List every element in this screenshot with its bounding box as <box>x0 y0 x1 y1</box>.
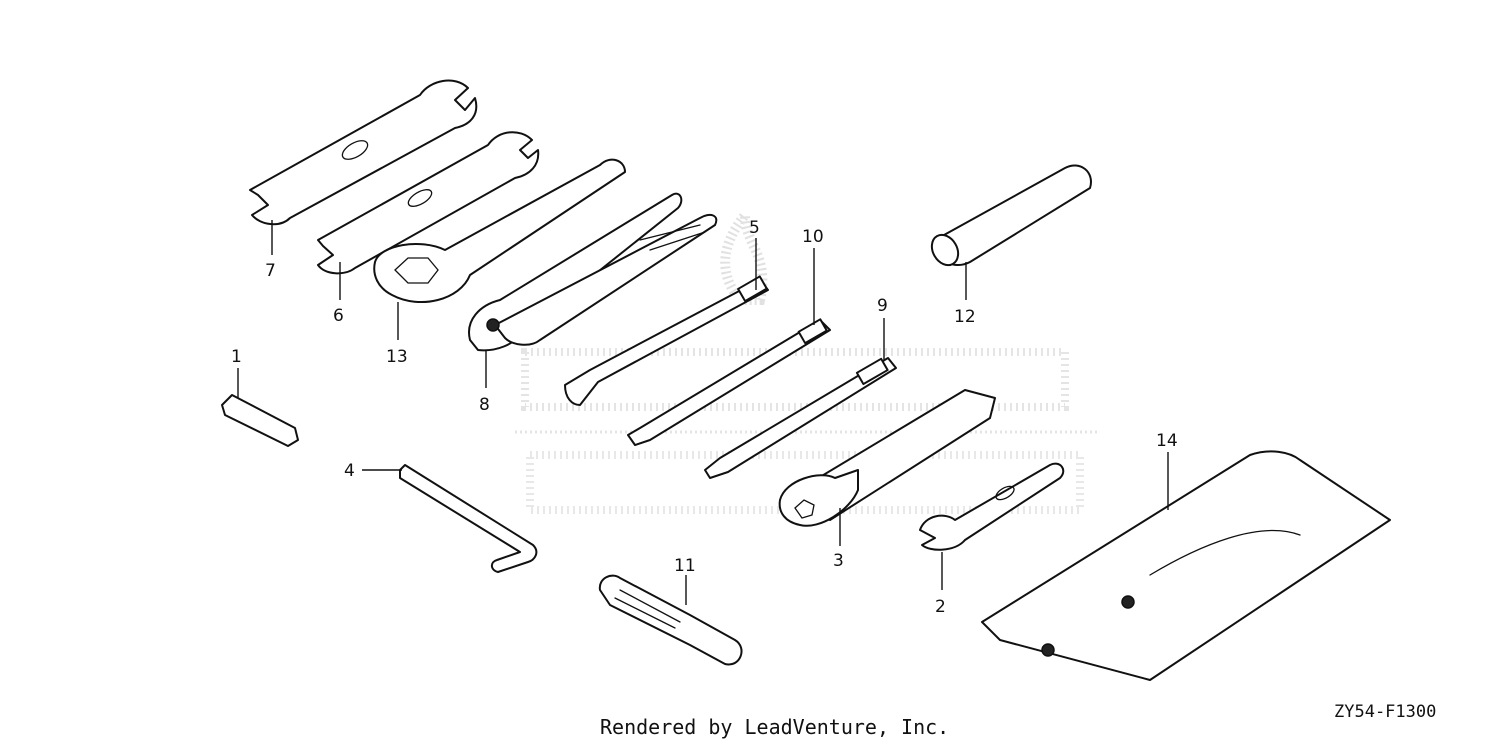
callout-2: 2 <box>935 597 946 617</box>
callout-labels: 1 2 3 4 5 6 7 8 9 10 11 12 13 14 <box>231 218 1178 617</box>
double-open-wrench-icon <box>249 79 478 226</box>
ring-wrench-icon <box>373 158 626 304</box>
diagram-code: ZY54-F1300 <box>1334 702 1437 722</box>
callout-7: 7 <box>265 261 276 281</box>
callout-3: 3 <box>833 551 844 571</box>
callout-4: 4 <box>344 461 355 481</box>
phillips-screwdriver-bit-icon <box>704 357 897 479</box>
pliers-icon <box>468 192 718 352</box>
callout-12: 12 <box>954 307 976 327</box>
callout-14: 14 <box>1156 431 1178 451</box>
callout-9: 9 <box>877 296 888 316</box>
callout-10: 10 <box>802 227 824 247</box>
flat-screwdriver-bit-icon <box>564 275 769 406</box>
small-open-wrench-icon <box>919 462 1065 551</box>
double-open-wrench-icon <box>317 131 540 275</box>
plug-socket-wrench-icon <box>778 389 996 527</box>
flat-screwdriver-bit-icon <box>627 318 831 446</box>
hex-key-icon <box>399 464 538 573</box>
tool-bag-icon <box>981 450 1391 681</box>
render-credit: Rendered by LeadVenture, Inc. <box>600 715 950 739</box>
callout-8: 8 <box>479 395 490 415</box>
callout-11: 11 <box>674 556 696 576</box>
screwdriver-handle-icon <box>598 574 743 666</box>
callout-13: 13 <box>386 347 408 367</box>
tool-clip-icon <box>221 394 299 447</box>
callout-leaders <box>237 220 1169 605</box>
callout-1: 1 <box>231 347 242 367</box>
callout-6: 6 <box>333 306 344 326</box>
box-socket-wrench-icon <box>930 164 1092 267</box>
callout-5: 5 <box>749 218 760 238</box>
